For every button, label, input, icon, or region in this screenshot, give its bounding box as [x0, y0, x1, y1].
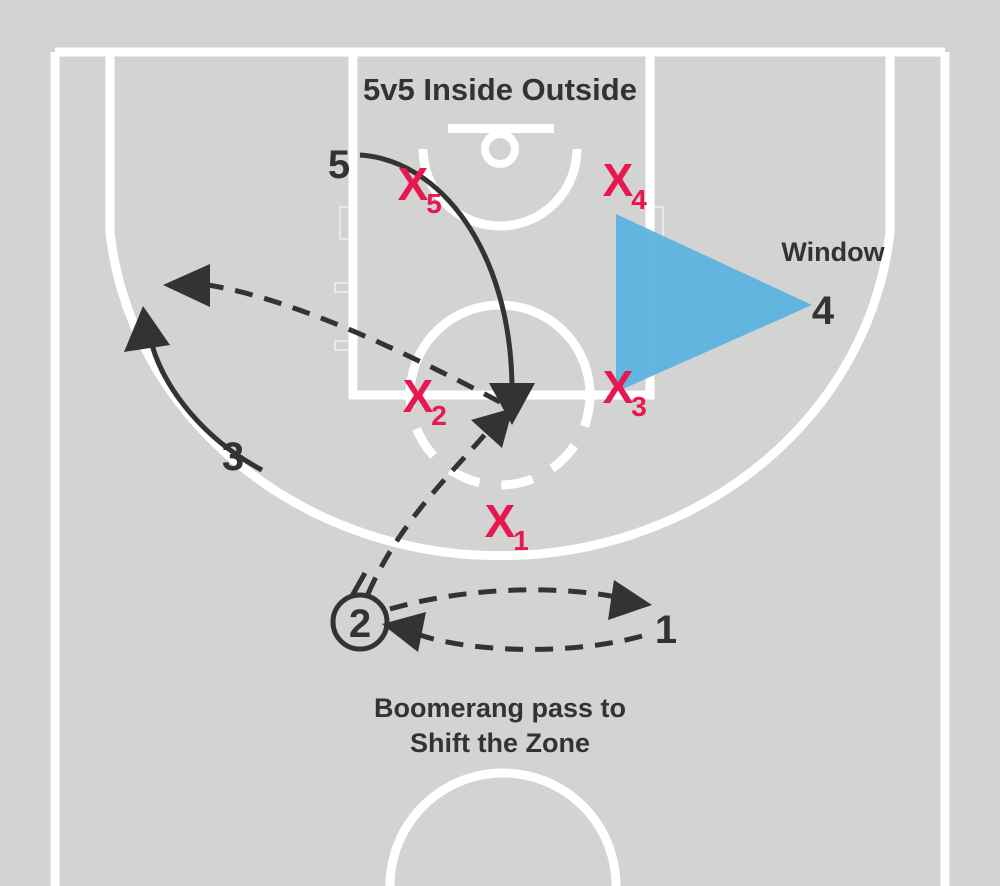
defender-x5-sub: 5 [426, 188, 442, 219]
defender-x2-sub: 2 [431, 400, 447, 431]
player-3-label[interactable]: 3 [222, 435, 244, 479]
defender-x1[interactable]: X 1 [485, 495, 529, 556]
player-2-marker[interactable]: 2 [330, 592, 390, 652]
pass-post-to-left-wing-line [207, 282, 502, 405]
backboard [448, 124, 554, 133]
defender-x3[interactable]: X 3 [603, 361, 647, 422]
three-point-line [105, 52, 895, 561]
player-2-cut-tail [349, 571, 368, 598]
pass-player-1-to-player-2-arrowhead [382, 612, 426, 652]
defender-x5[interactable]: X 5 [398, 158, 442, 219]
pass-player-2-to-player-1-line [389, 587, 617, 612]
cut-player-3-to-wing-line [149, 344, 264, 473]
pass-player-2-to-post-line [365, 430, 489, 595]
pass-post-to-left-wing-arrowhead [163, 264, 210, 307]
player-4-label[interactable]: 4 [812, 289, 835, 333]
player-2-circle [330, 592, 390, 652]
diagram-title: 5v5 Inside Outside [363, 72, 637, 107]
cut-player-5-to-post-line [359, 152, 515, 386]
caption-line-1: Boomerang pass to [374, 693, 626, 723]
zone-window-triangle [616, 214, 812, 392]
cut-player-5-to-post-arrowhead [489, 383, 535, 425]
defender-x3-mark: X [603, 361, 634, 413]
defender-x2[interactable]: X 2 [403, 370, 447, 431]
pass-player-2-to-post-arrowhead [471, 408, 513, 448]
defender-x1-mark: X [485, 495, 516, 547]
defender-x2-mark: X [403, 370, 434, 422]
cut-player-3-to-wing-arrowhead [124, 306, 170, 352]
player-2-label: 2 [349, 602, 371, 646]
defender-x1-sub: 1 [513, 525, 529, 556]
center-circle-arc [385, 768, 621, 886]
window-label: Window [781, 237, 885, 267]
player-5-label[interactable]: 5 [328, 143, 350, 187]
defender-x4[interactable]: X 4 [603, 154, 648, 215]
defender-x3-sub: 3 [631, 391, 647, 422]
pass-player-1-to-player-2-line [419, 632, 643, 652]
caption-line-2: Shift the Zone [410, 728, 590, 758]
defender-x5-mark: X [398, 158, 429, 210]
free-throw-circle-bottom [405, 394, 595, 490]
defender-x4-mark: X [603, 154, 634, 206]
hoop [481, 130, 519, 168]
player-1-label[interactable]: 1 [655, 608, 677, 652]
pass-player-2-to-player-1-arrowhead [608, 580, 652, 620]
defender-x4-sub: 4 [631, 184, 647, 215]
